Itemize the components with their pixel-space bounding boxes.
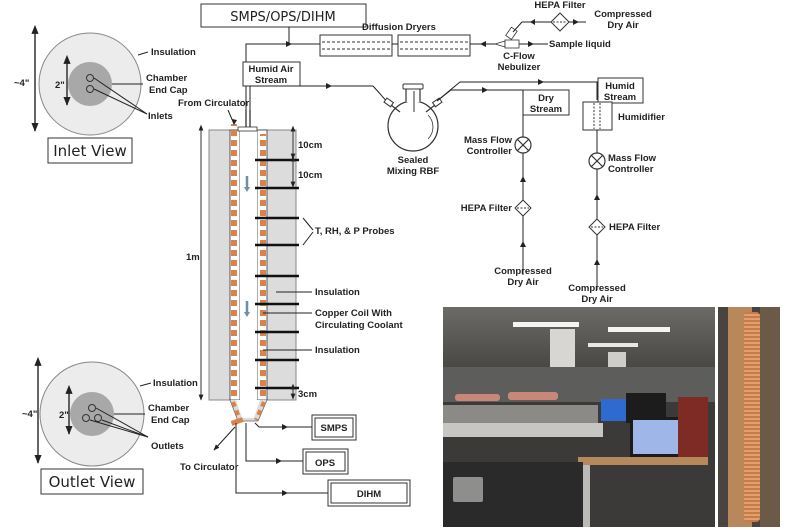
insulation-outer-label: Insulation xyxy=(315,287,360,298)
outlet-end-cap-label-1: Chamber xyxy=(148,403,189,414)
sample-liquid-label: Sample liquid xyxy=(549,39,611,50)
outlet-insulation-label: Insulation xyxy=(153,378,198,389)
humidifier-label: Humidifier xyxy=(618,112,665,123)
ops-label: OPS xyxy=(315,458,335,469)
copper-coil-right xyxy=(260,134,266,400)
from-circulator-label: From Circulator xyxy=(178,98,250,109)
to-circulator-label: To Circulator xyxy=(180,462,239,473)
humid-air-stream-label-1: Humid Air xyxy=(248,64,293,75)
instruments-box-label: SMPS/OPS/DIHM xyxy=(230,10,335,25)
compressed-right-label-2: Dry Air xyxy=(581,294,613,305)
compressed-top-label-2: Dry Air xyxy=(607,20,639,31)
outlet-view-title: Outlet View xyxy=(49,473,136,491)
inlet-view-title: Inlet View xyxy=(53,142,127,160)
mass-flow-controller-left xyxy=(514,136,532,154)
nebulizer-label-1: C-Flow xyxy=(503,51,535,62)
spacing-label-2: 10cm xyxy=(298,170,322,181)
insulation-inner-label: Insulation xyxy=(315,345,360,356)
dry-stream-label-2: Stream xyxy=(530,104,562,115)
outlet-view-title-box xyxy=(40,468,144,495)
inlet-port xyxy=(86,85,94,93)
mfc-left-label-2: Controller xyxy=(467,146,513,157)
hepa-filter-right xyxy=(588,218,606,236)
inlet-end-cap-circle xyxy=(68,62,112,106)
dry-stream-box xyxy=(522,89,570,116)
inlet-end-cap-label-2: End Cap xyxy=(149,85,188,96)
nebulizer-label-2: Nebulizer xyxy=(498,62,541,73)
humid-stream-box xyxy=(597,77,644,104)
outlet-end-cap-circle xyxy=(70,392,114,436)
humidifier xyxy=(582,101,613,131)
outlet-port xyxy=(82,414,90,422)
humid-stream-label-2: Stream xyxy=(604,92,636,103)
chamber xyxy=(208,110,299,426)
probes-label: T, RH, & P Probes xyxy=(315,226,395,237)
inlet-ports-label: Inlets xyxy=(148,111,173,122)
copper-coil-photo xyxy=(718,307,780,527)
diffusion-dryer xyxy=(397,34,471,57)
smps-box xyxy=(311,414,357,441)
dry-stream-label-1: Dry xyxy=(538,93,555,104)
inlet-end-cap-label-1: Chamber xyxy=(146,73,187,84)
smps-label: SMPS xyxy=(321,423,348,434)
copper-coil-label-1: Copper Coil With xyxy=(315,308,392,319)
diffusion-dryer xyxy=(319,34,393,57)
c-flow-nebulizer xyxy=(493,26,520,49)
copper-coil-label-2: Circulating Coolant xyxy=(315,320,403,331)
humid-air-stream-box xyxy=(242,61,301,87)
outlet-inner-dim: 2" xyxy=(59,410,69,421)
rbf-label-2: Mixing RBF xyxy=(387,166,439,177)
compressed-right-label-1: Compressed xyxy=(568,283,626,294)
outlet-port xyxy=(88,404,96,412)
humid-air-stream-label-2: Stream xyxy=(255,75,287,86)
compressed-left-label-1: Compressed xyxy=(494,266,552,277)
ops-box xyxy=(302,448,349,475)
mass-flow-controller-right xyxy=(588,152,606,170)
diffusion-dryers-label: Diffusion Dryers xyxy=(362,22,436,33)
mfc-left-label-1: Mass Flow xyxy=(464,135,513,146)
inlet-inner-dim: 2" xyxy=(55,80,65,91)
copper-coil-left xyxy=(231,124,237,400)
mfc-right-label-2: Controller xyxy=(608,164,654,175)
bottom-gap-label: 3cm xyxy=(298,389,317,400)
instruments-box xyxy=(200,3,367,28)
hepa-filter-top xyxy=(550,12,570,32)
mfc-right-label-1: Mass Flow xyxy=(608,153,657,164)
rbf-label-1: Sealed xyxy=(398,155,429,166)
dihm-label: DIHM xyxy=(357,489,381,500)
lab-setup-photo xyxy=(443,307,715,527)
hepa-filter-left xyxy=(514,199,532,217)
inlet-view: ~4" 2" Insulation Chamber End Cap Inlets… xyxy=(14,24,196,164)
humid-stream-label-1: Humid xyxy=(605,81,635,92)
inlet-insulation-label: Insulation xyxy=(151,47,196,58)
compressed-left-label-2: Dry Air xyxy=(507,277,539,288)
spacing-label-1: 10cm xyxy=(298,140,322,151)
dihm-box xyxy=(327,479,411,507)
hepa-left-label: HEPA Filter xyxy=(461,203,513,214)
outlet-port xyxy=(94,414,102,422)
chamber-length-label: 1m xyxy=(186,252,200,263)
inlet-port xyxy=(86,74,94,82)
outlet-ports-label: Outlets xyxy=(151,441,184,452)
outlet-end-cap-label-2: End Cap xyxy=(151,415,190,426)
outlet-view: ~4" 2" Insulation Chamber End Cap Outlet… xyxy=(22,356,198,495)
inlet-view-title-box xyxy=(47,137,133,164)
inlet-outer-dim: ~4" xyxy=(14,78,29,89)
outlet-outer-dim: ~4" xyxy=(22,409,37,420)
sealed-mixing-rbf xyxy=(383,83,443,152)
compressed-top-label-1: Compressed xyxy=(594,9,652,20)
hepa-right-label: HEPA Filter xyxy=(609,222,661,233)
hepa-top-label: HEPA Filter xyxy=(534,0,586,11)
